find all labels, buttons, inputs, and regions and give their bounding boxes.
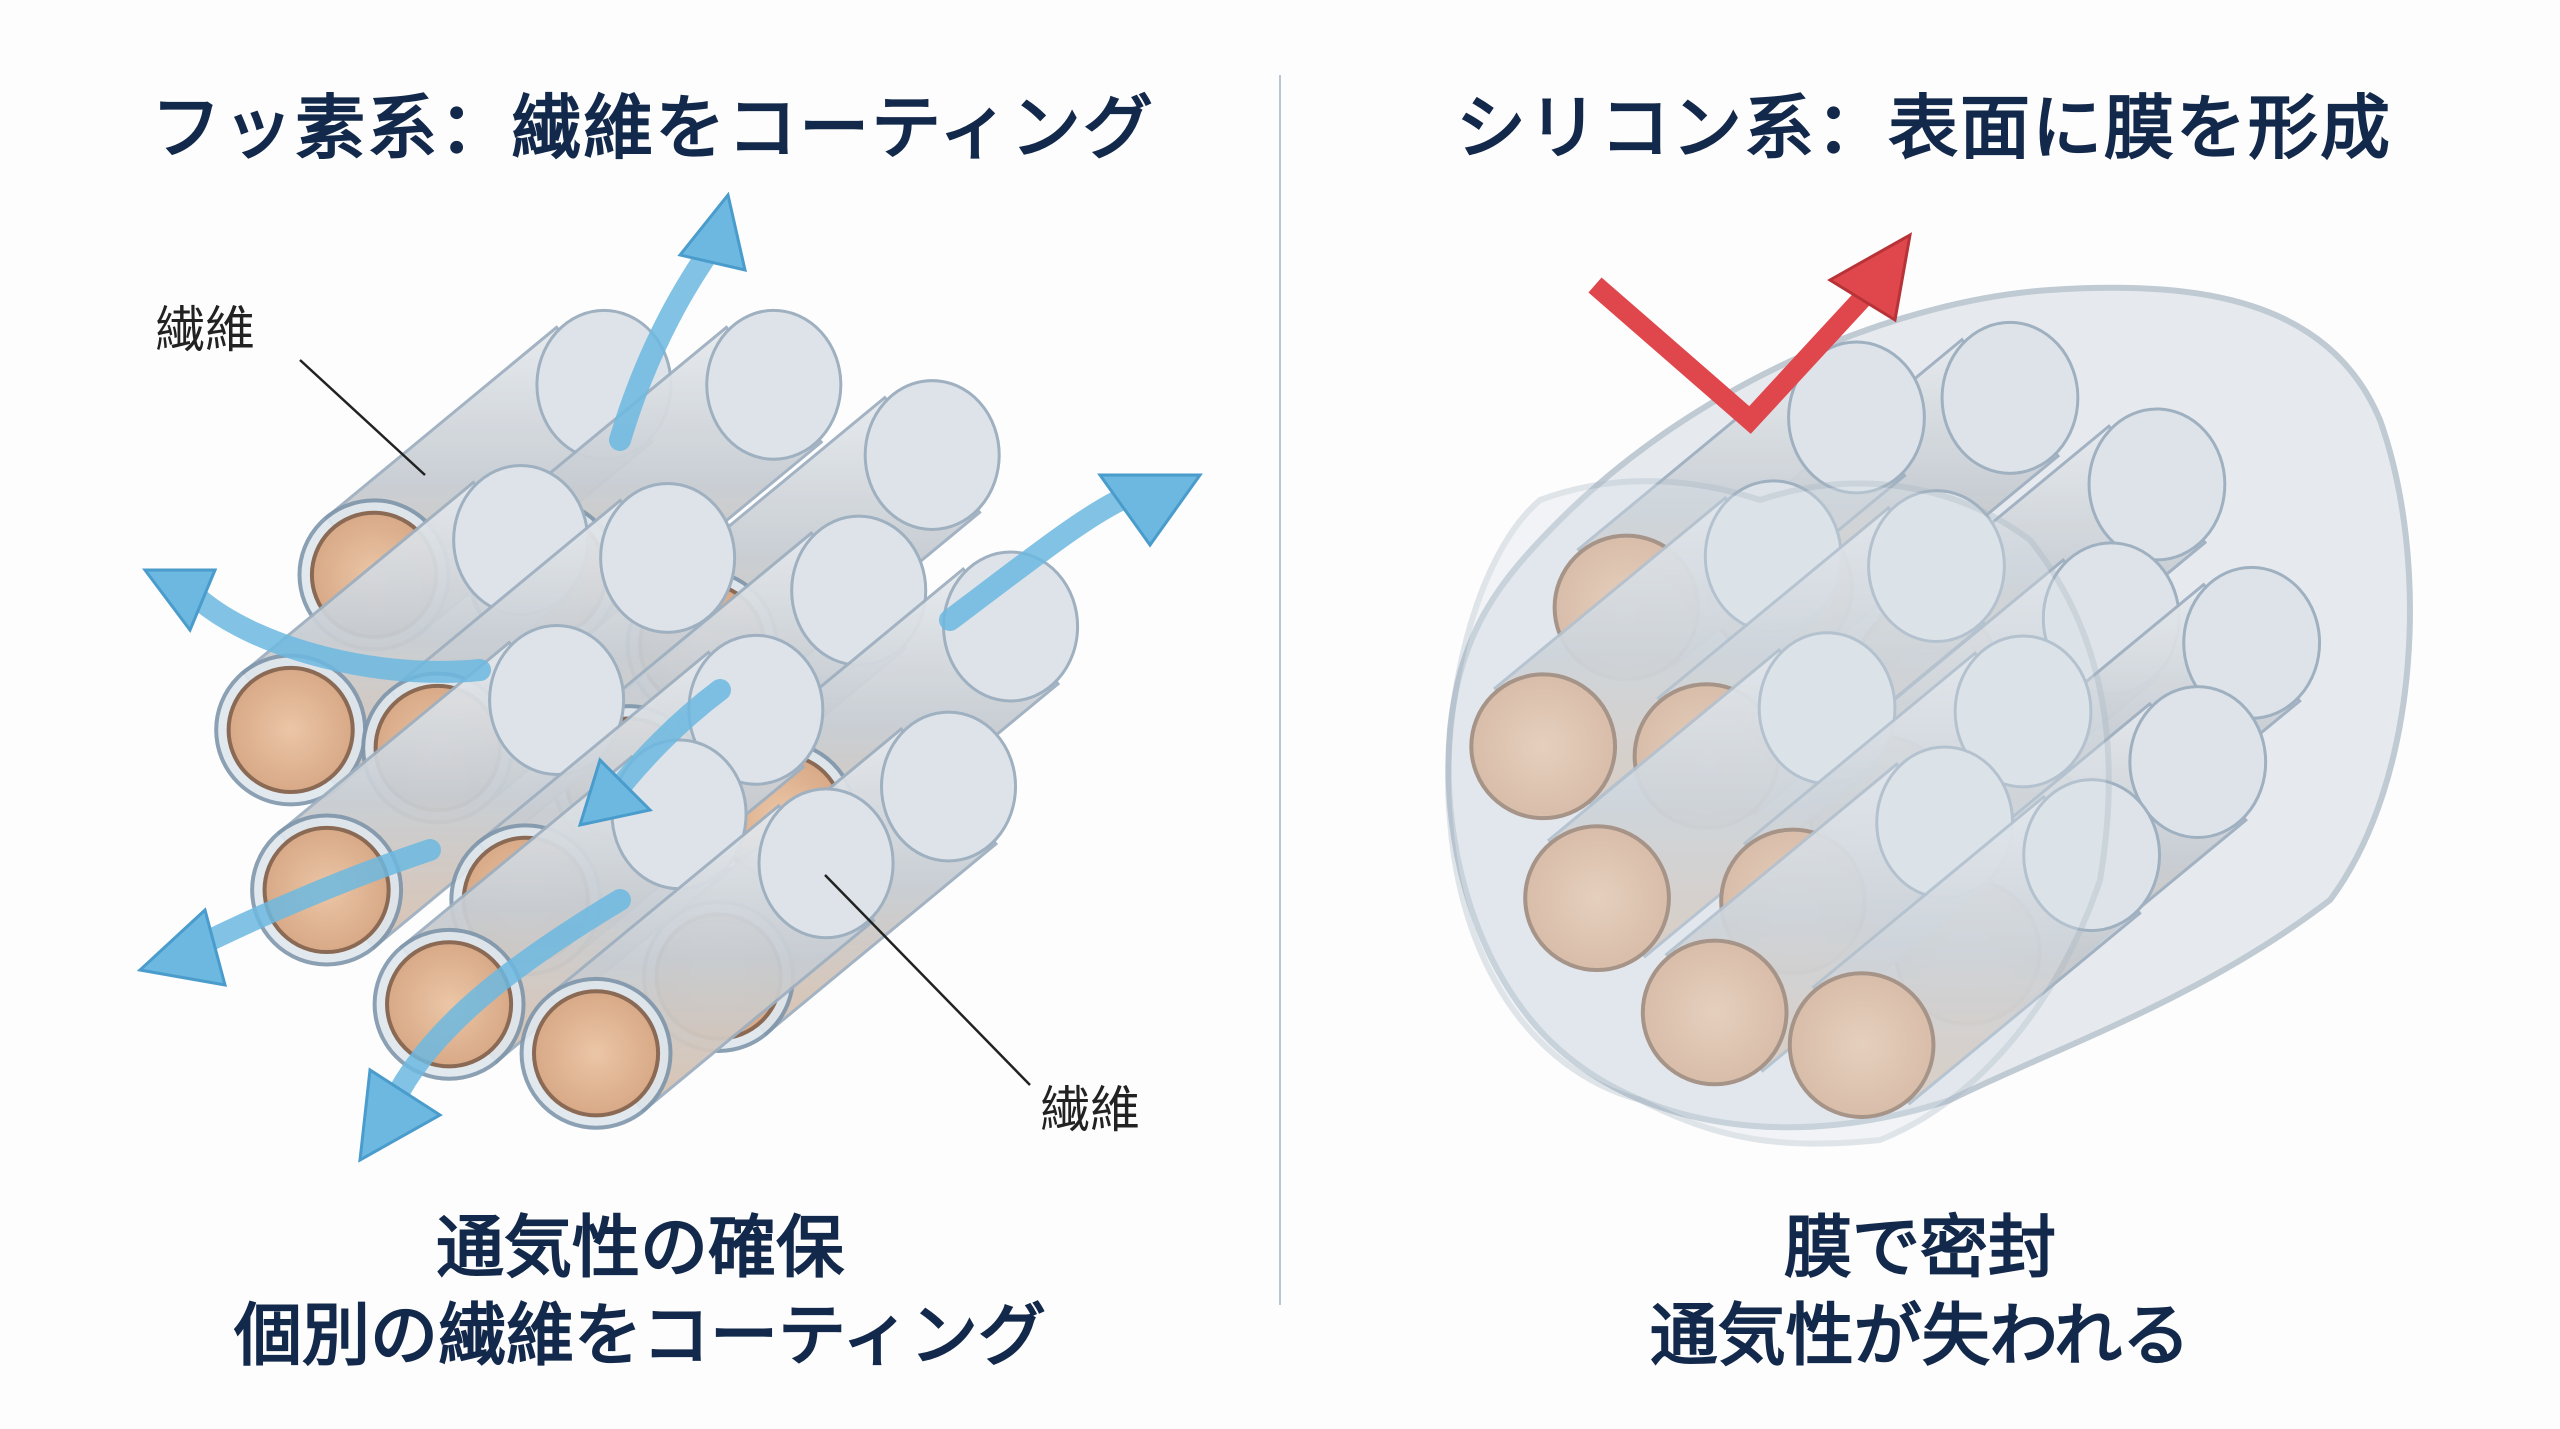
airflow-arrow-up-head bbox=[677, 191, 747, 272]
left-title: フッ素系：繊維をコーティング bbox=[151, 87, 1155, 169]
deflected-water-arrow-head bbox=[1827, 232, 1913, 323]
fiber-far-end bbox=[705, 308, 843, 461]
fiber-end bbox=[385, 940, 514, 1069]
airflow-arrow-left-bottom bbox=[179, 839, 441, 961]
airflow-arrow-down bbox=[389, 889, 631, 1101]
fiber-end bbox=[1640, 938, 1789, 1087]
fiber-label-top: 繊維 bbox=[155, 301, 255, 359]
left-caption-line1: 通気性の確保 bbox=[435, 1209, 844, 1288]
fiber-label-bottom: 繊維 bbox=[1040, 1081, 1140, 1139]
fiber-far-end bbox=[599, 481, 737, 634]
fiber-end bbox=[531, 989, 661, 1118]
leader-line-top bbox=[299, 359, 426, 476]
airflow-arrow-right-head bbox=[1097, 473, 1203, 548]
fiber-far-end bbox=[1867, 489, 2006, 644]
airflow-arrow-inward-head bbox=[577, 757, 654, 828]
airflow-arrows bbox=[136, 191, 1203, 1163]
airflow-arrow-left-top-head bbox=[142, 568, 218, 633]
right-caption-line1: 膜で密封 bbox=[1783, 1209, 2056, 1288]
panel-divider bbox=[1279, 75, 1281, 1305]
fiber-end bbox=[1523, 824, 1671, 973]
fiber-far-end bbox=[1940, 320, 2080, 475]
left-caption-line2: 個別の繊維をコーティング bbox=[234, 1297, 1046, 1376]
membrane-sealed-bundle bbox=[1445, 232, 2413, 1147]
fiber-far-end bbox=[1787, 340, 1926, 495]
coated-fiber-bundle bbox=[214, 308, 1080, 1130]
airflow-arrow-down-head bbox=[358, 1067, 443, 1163]
deflected-water-arrow bbox=[1588, 277, 1878, 434]
airflow-arrow-left-bottom-head bbox=[136, 907, 228, 987]
fiber-far-end bbox=[2087, 407, 2227, 562]
fiber-far-end bbox=[2128, 685, 2268, 839]
airflow-arrow-left-top bbox=[189, 589, 491, 683]
leader-line-bottom bbox=[824, 874, 1031, 1086]
fiber-end bbox=[226, 665, 355, 795]
fiber-far-end bbox=[2022, 778, 2162, 933]
fiber-far-end bbox=[880, 710, 1018, 863]
membrane-front bbox=[1445, 478, 2112, 1147]
fiber-far-end bbox=[1953, 634, 2093, 789]
airflow-arrow-up bbox=[609, 239, 721, 451]
left-caption: 通気性の確保 個別の繊維をコーティング bbox=[40, 1205, 1240, 1381]
right-caption: 膜で密封 通気性が失われる bbox=[1320, 1205, 2520, 1381]
right-title: シリコン系：表面に膜を形成 bbox=[1456, 87, 2392, 169]
fiber-end bbox=[1469, 672, 1618, 821]
fiber-far-end bbox=[863, 379, 1001, 531]
fiber-end bbox=[1787, 971, 1936, 1119]
fiber-far-end bbox=[488, 624, 626, 776]
airflow-arrow-right bbox=[939, 489, 1131, 631]
fiber-far-end bbox=[757, 787, 895, 940]
right-caption-line2: 通気性が失われる bbox=[1649, 1297, 2191, 1376]
